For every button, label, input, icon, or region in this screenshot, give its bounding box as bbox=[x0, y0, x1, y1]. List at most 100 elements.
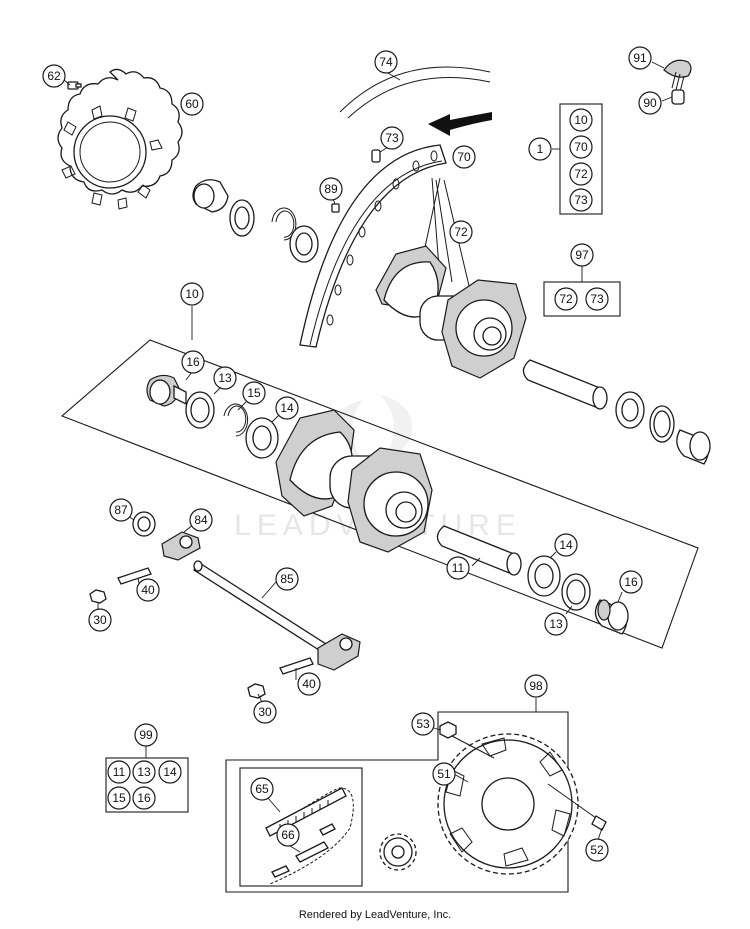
callout-99-14-label: 14 bbox=[163, 765, 177, 779]
bearing-left-14 bbox=[245, 417, 279, 459]
callout-30-b[interactable]: 30 bbox=[253, 700, 277, 724]
hub-spacer-11 bbox=[436, 525, 522, 576]
callout-99-13-label: 13 bbox=[137, 765, 151, 779]
callout-97-73-label: 73 bbox=[590, 292, 604, 306]
circlip-15 bbox=[223, 403, 249, 437]
callout-15[interactable]: 15 bbox=[242, 381, 266, 405]
spacer-right-13 bbox=[561, 573, 591, 611]
adjuster-bolt-40b bbox=[279, 657, 314, 675]
disc-bolt bbox=[67, 81, 82, 90]
callout-52[interactable]: 52 bbox=[585, 838, 609, 862]
rear-hub bbox=[275, 409, 433, 553]
callout-87[interactable]: 87 bbox=[109, 498, 133, 522]
callout-99-15[interactable]: 15 bbox=[107, 786, 131, 810]
callout-13-right[interactable]: 13 bbox=[544, 612, 568, 636]
callout-97-label: 97 bbox=[575, 248, 589, 262]
callout-84[interactable]: 84 bbox=[189, 508, 213, 532]
callout-99-16[interactable]: 16 bbox=[132, 786, 156, 810]
callout-97-72[interactable]: 72 bbox=[554, 287, 578, 311]
callout-70-rim-label: 70 bbox=[457, 150, 471, 164]
callout-99-13[interactable]: 13 bbox=[132, 760, 156, 784]
screw-89 bbox=[331, 203, 340, 213]
callout-85[interactable]: 85 bbox=[275, 567, 299, 591]
callout-65[interactable]: 65 bbox=[250, 777, 274, 801]
rim-lock bbox=[663, 59, 692, 93]
callout-99-label: 99 bbox=[139, 728, 153, 742]
hub-axle-spacer-top bbox=[522, 359, 608, 410]
callout-99-11[interactable]: 11 bbox=[107, 760, 131, 784]
callout-1-72[interactable]: 72 bbox=[569, 162, 593, 186]
callout-51[interactable]: 51 bbox=[432, 762, 456, 786]
spacer-top bbox=[676, 429, 711, 465]
callout-11[interactable]: 11 bbox=[446, 556, 470, 580]
callout-30-a-label: 30 bbox=[93, 613, 107, 627]
adjuster-bolt-40a bbox=[117, 567, 152, 585]
nut-30a bbox=[89, 589, 107, 604]
nut-30b bbox=[247, 683, 266, 699]
wheel-rim bbox=[299, 144, 447, 348]
callout-70-rim[interactable]: 70 bbox=[452, 145, 476, 169]
callout-73-top[interactable]: 73 bbox=[380, 126, 404, 150]
callout-72-spoke-label: 72 bbox=[454, 225, 468, 239]
callout-13-right-label: 13 bbox=[549, 617, 563, 631]
callout-30-a[interactable]: 30 bbox=[88, 608, 112, 632]
cap-87 bbox=[132, 511, 156, 537]
callout-1-72-label: 72 bbox=[574, 167, 588, 181]
callout-90[interactable]: 90 bbox=[638, 91, 662, 115]
callout-13-left-label: 13 bbox=[218, 371, 232, 385]
callout-60[interactable]: 60 bbox=[180, 92, 204, 116]
wheel-assembly-outline bbox=[559, 103, 603, 215]
chain-group-outline bbox=[239, 767, 363, 887]
callout-99-16-label: 16 bbox=[137, 791, 151, 805]
callout-97[interactable]: 97 bbox=[570, 243, 594, 267]
callout-16-left-label: 16 bbox=[186, 355, 200, 369]
sprocket-bolt bbox=[547, 783, 607, 831]
callout-66[interactable]: 66 bbox=[276, 823, 300, 847]
callout-99[interactable]: 99 bbox=[134, 723, 158, 747]
callout-40-b[interactable]: 40 bbox=[297, 672, 321, 696]
callout-99-15-label: 15 bbox=[112, 791, 126, 805]
seal-top bbox=[649, 405, 675, 443]
callout-74[interactable]: 74 bbox=[374, 50, 398, 74]
callout-10[interactable]: 10 bbox=[180, 282, 204, 306]
callout-13-left[interactable]: 13 bbox=[213, 366, 237, 390]
sprocket-group-outline bbox=[225, 711, 569, 893]
callout-51-label: 51 bbox=[437, 767, 451, 781]
callout-14-left[interactable]: 14 bbox=[275, 396, 299, 420]
callout-1-label: 1 bbox=[537, 142, 544, 156]
brake-disc bbox=[57, 68, 183, 210]
seal-left-16 bbox=[146, 374, 187, 407]
front-sprocket bbox=[379, 833, 417, 871]
callout-1-10[interactable]: 10 bbox=[569, 108, 593, 132]
callout-1-10-label: 10 bbox=[574, 113, 588, 127]
callout-91[interactable]: 91 bbox=[628, 46, 652, 70]
callout-1-73[interactable]: 73 bbox=[569, 188, 593, 212]
callout-53[interactable]: 53 bbox=[411, 712, 435, 736]
callout-97-73[interactable]: 73 bbox=[585, 287, 609, 311]
hub-group-outline bbox=[60, 339, 699, 649]
callout-11-label: 11 bbox=[452, 561, 465, 575]
seal-right-16 bbox=[594, 599, 629, 635]
hub-top bbox=[375, 245, 527, 379]
callout-62[interactable]: 62 bbox=[42, 64, 66, 88]
callout-89-label: 89 bbox=[324, 182, 338, 196]
callout-40-b-label: 40 bbox=[302, 677, 316, 691]
callout-72-spoke[interactable]: 72 bbox=[449, 220, 473, 244]
callout-15-label: 15 bbox=[247, 386, 261, 400]
axle-85 bbox=[193, 560, 361, 671]
spacer-left-13 bbox=[185, 391, 215, 429]
callout-89[interactable]: 89 bbox=[319, 177, 343, 201]
callout-98[interactable]: 98 bbox=[524, 674, 548, 698]
callout-99-14[interactable]: 14 bbox=[158, 760, 182, 784]
callout-16-left[interactable]: 16 bbox=[181, 350, 205, 374]
footer-credit: Rendered by LeadVenture, Inc. bbox=[299, 909, 451, 921]
callout-84-label: 84 bbox=[194, 513, 208, 527]
callout-87-label: 87 bbox=[114, 503, 128, 517]
callout-14-right[interactable]: 14 bbox=[554, 533, 578, 557]
callout-40-a[interactable]: 40 bbox=[136, 578, 160, 602]
callout-16-right[interactable]: 16 bbox=[619, 570, 643, 594]
bearing-top-left bbox=[289, 225, 319, 263]
callout-1[interactable]: 1 bbox=[528, 137, 552, 161]
callout-1-70[interactable]: 70 bbox=[569, 135, 593, 159]
